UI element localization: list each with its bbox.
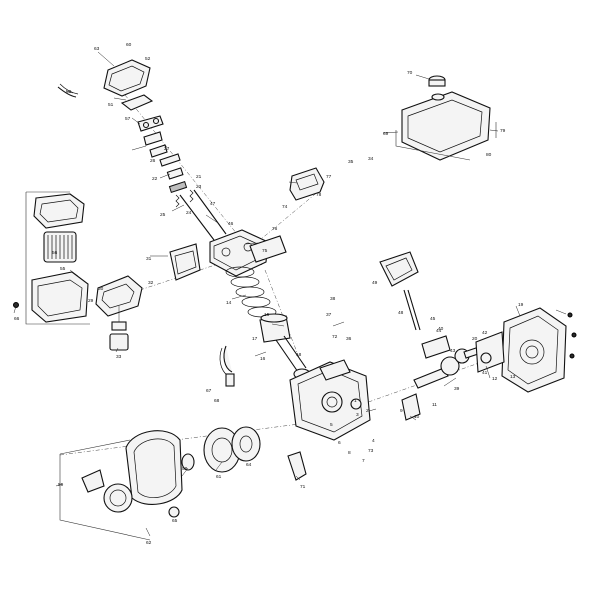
callout-29: 29 xyxy=(88,298,94,304)
callout-17: 17 xyxy=(252,336,258,342)
callout-43: 43 xyxy=(450,348,456,354)
callout-79: 79 xyxy=(500,128,506,134)
governor-bracket xyxy=(379,251,421,331)
carburetor xyxy=(95,275,143,351)
callout-38: 38 xyxy=(330,296,336,302)
fuel-tank xyxy=(395,75,497,161)
callout-leaders xyxy=(13,51,567,537)
muffler xyxy=(289,167,325,201)
callout-31: 31 xyxy=(146,256,152,262)
callout-15: 15 xyxy=(264,312,270,318)
callout-56: 56 xyxy=(52,250,58,256)
callout-16: 16 xyxy=(260,356,266,362)
callout-23: 23 xyxy=(196,184,202,190)
callout-39: 39 xyxy=(454,386,460,392)
callout-49: 49 xyxy=(372,280,378,286)
callout-75: 75 xyxy=(262,248,268,254)
callout-59: 59 xyxy=(58,482,64,488)
callout-52: 52 xyxy=(145,56,151,62)
callout-69: 69 xyxy=(383,131,389,137)
air-filter-assembly xyxy=(13,191,90,325)
callout-numbers: 63 60 51 50 52 27 26 57 22 21 23 24 47 4… xyxy=(14,42,524,546)
callout-20: 20 xyxy=(472,336,478,342)
recoil-starter xyxy=(81,469,180,518)
callout-3: 3 xyxy=(356,412,359,418)
callout-68: 68 xyxy=(214,398,220,404)
callout-72: 72 xyxy=(332,334,338,340)
callout-41: 41 xyxy=(482,370,488,376)
callout-22: 22 xyxy=(152,176,158,182)
callout-50: 50 xyxy=(66,89,72,95)
callout-37: 37 xyxy=(326,312,332,318)
callout-77: 77 xyxy=(326,174,332,180)
callout-76: 76 xyxy=(272,226,278,232)
callout-62: 62 xyxy=(146,540,152,546)
callout-57: 57 xyxy=(125,116,131,122)
callout-19: 19 xyxy=(518,302,524,308)
crankcase-side-cover xyxy=(475,307,577,393)
callout-74: 74 xyxy=(282,204,288,210)
callout-11: 11 xyxy=(432,402,437,408)
callout-44: 44 xyxy=(436,328,442,334)
callout-51: 51 xyxy=(108,102,114,108)
callout-71: 71 xyxy=(300,484,306,490)
callout-10: 10 xyxy=(414,414,420,420)
crankshaft xyxy=(413,335,491,389)
callout-34: 34 xyxy=(368,156,374,162)
callout-32: 32 xyxy=(148,280,154,286)
callout-61: 61 xyxy=(216,474,222,480)
crankcase xyxy=(289,359,371,441)
callout-2: 2 xyxy=(366,408,369,414)
callout-21: 21 xyxy=(196,174,202,180)
callout-73: 73 xyxy=(368,448,374,454)
callout-64: 64 xyxy=(246,462,252,468)
callout-63: 63 xyxy=(94,46,100,52)
callout-33: 33 xyxy=(116,354,122,360)
callout-60: 60 xyxy=(126,42,132,48)
callout-48: 48 xyxy=(398,310,404,316)
blower-housing xyxy=(59,430,183,541)
callout-42: 42 xyxy=(482,330,488,336)
callout-65: 65 xyxy=(172,518,178,524)
callout-9: 9 xyxy=(400,408,403,414)
flywheel-assembly xyxy=(181,426,261,473)
callout-25: 25 xyxy=(160,212,166,218)
callout-67: 67 xyxy=(206,388,212,394)
callout-66: 66 xyxy=(14,316,20,322)
callout-45: 45 xyxy=(430,316,436,322)
callout-47: 47 xyxy=(210,201,216,207)
callout-40: 40 xyxy=(438,326,444,332)
callout-78: 78 xyxy=(316,192,322,198)
callout-80: 80 xyxy=(486,152,492,158)
callout-35: 35 xyxy=(348,159,354,165)
piston-ring-set xyxy=(225,266,311,380)
callout-26a: 26 xyxy=(150,158,156,164)
callout-36: 36 xyxy=(346,336,352,342)
callout-4: 4 xyxy=(372,438,375,444)
callout-5: 5 xyxy=(330,422,333,428)
valve-cover xyxy=(57,59,154,111)
callout-55: 55 xyxy=(60,266,66,272)
rocker-arm-assembly xyxy=(137,115,227,241)
callout-46: 46 xyxy=(228,221,234,227)
callout-1: 1 xyxy=(354,398,357,404)
callout-7: 7 xyxy=(362,458,365,464)
callout-14: 14 xyxy=(226,300,232,306)
callout-18: 18 xyxy=(296,352,302,358)
cylinder-head xyxy=(169,229,287,281)
callout-30: 30 xyxy=(98,286,104,292)
callout-70: 70 xyxy=(407,70,413,76)
callout-27a: 27 xyxy=(164,146,170,152)
callout-6: 6 xyxy=(338,440,341,446)
callout-8: 8 xyxy=(348,450,351,456)
callout-24: 24 xyxy=(186,210,192,216)
callout-58: 58 xyxy=(182,466,188,472)
callout-12: 12 xyxy=(492,376,498,382)
misc-small-parts xyxy=(219,345,492,481)
callout-13: 13 xyxy=(510,374,516,380)
